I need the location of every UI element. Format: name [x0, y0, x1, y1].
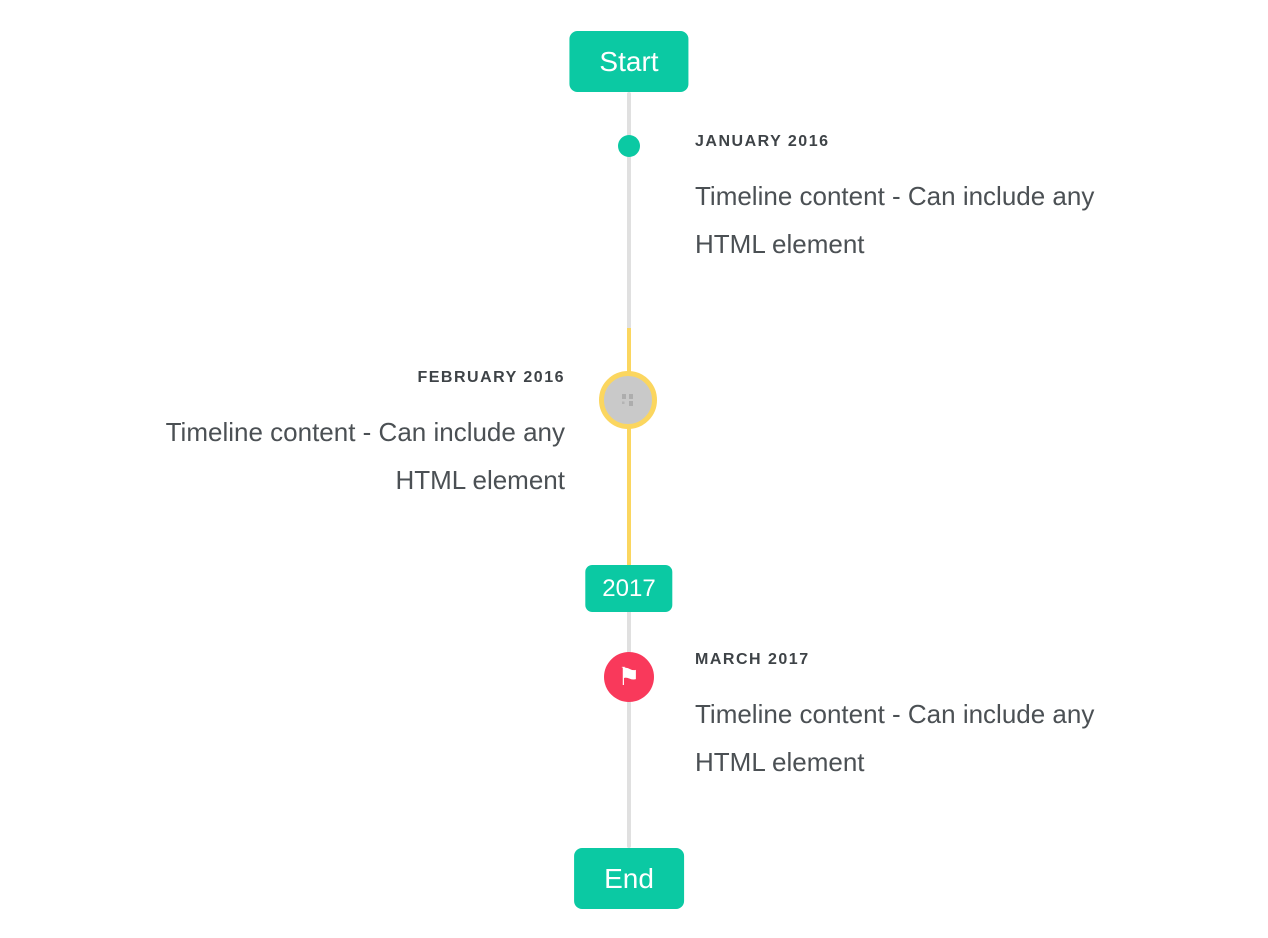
- item-content-january: Timeline content - Can include any HTML …: [695, 181, 1095, 259]
- item-title-march: MARCH 2017: [695, 651, 810, 668]
- broken-image-icon: [622, 394, 633, 406]
- timeline-item-march: MARCH 2017 Timeline content - Can includ…: [695, 650, 1165, 786]
- item-title-february: FEBRUARY 2016: [417, 369, 565, 386]
- item-content-february: Timeline content - Can include any HTML …: [165, 417, 565, 495]
- timeline-line-highlight-segment: [627, 328, 631, 565]
- marker-flag-march: ⚑: [604, 652, 654, 702]
- timeline-item-february: FEBRUARY 2016 Timeline content - Can inc…: [95, 368, 565, 504]
- item-content-march: Timeline content - Can include any HTML …: [695, 699, 1095, 777]
- marker-dot-january: [618, 135, 640, 157]
- timeline-item-january: JANUARY 2016 Timeline content - Can incl…: [695, 132, 1165, 268]
- flag-icon: ⚑: [617, 661, 641, 691]
- marker-image-february: [599, 371, 657, 429]
- timeline-year-badge: 2017: [585, 565, 673, 612]
- item-title-january: JANUARY 2016: [695, 133, 830, 150]
- timeline-start-badge: Start: [569, 31, 689, 92]
- timeline-end-badge: End: [574, 848, 684, 909]
